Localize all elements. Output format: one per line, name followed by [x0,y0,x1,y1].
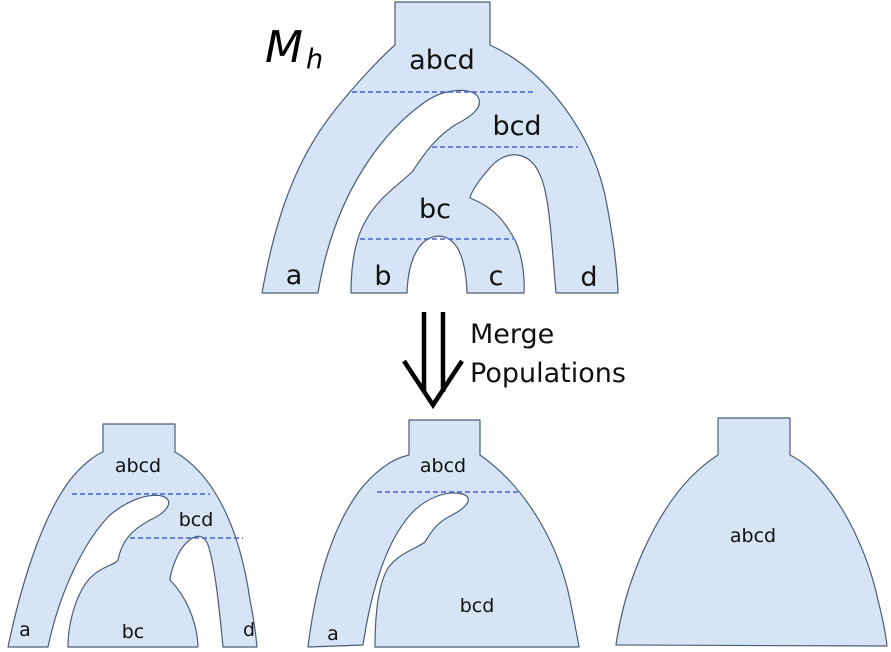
label-bcd: bcd [492,111,541,142]
population-tree-shape-left [7,423,258,648]
population-tree-shape-middle [307,419,580,648]
label-bc-left: bc [122,621,145,643]
bottom-middle-model: abcd bcd a [307,419,580,648]
bottom-right-model: abcd [615,417,888,647]
arrow-label-line1: Merge [470,319,554,350]
arrow-head-icon [402,359,464,410]
label-abcd-left: abcd [115,455,161,477]
label-c: c [489,261,504,292]
merge-arrow: Merge Populations [402,312,626,410]
label-abcd-middle: abcd [420,455,466,477]
model-title-subscript: h [306,44,323,75]
population-tree-shape-right [615,417,888,647]
label-bcd-left: bcd [179,509,214,531]
label-bcd-middle: bcd [460,595,495,617]
label-a-middle: a [327,623,339,645]
label-d: d [580,262,597,293]
label-b: b [374,261,391,292]
label-a-left: a [19,619,31,641]
arrow-label-line2: Populations [470,358,626,389]
model-title: M [265,22,303,73]
label-bc: bc [419,194,451,225]
label-abcd: abcd [409,45,475,76]
top-model: M h abcd bcd bc a b c d [261,1,619,294]
label-d-left: d [243,619,255,641]
label-abcd-right: abcd [730,525,776,547]
label-a: a [286,260,303,291]
bottom-left-model: abcd bcd bc a d [7,423,258,648]
